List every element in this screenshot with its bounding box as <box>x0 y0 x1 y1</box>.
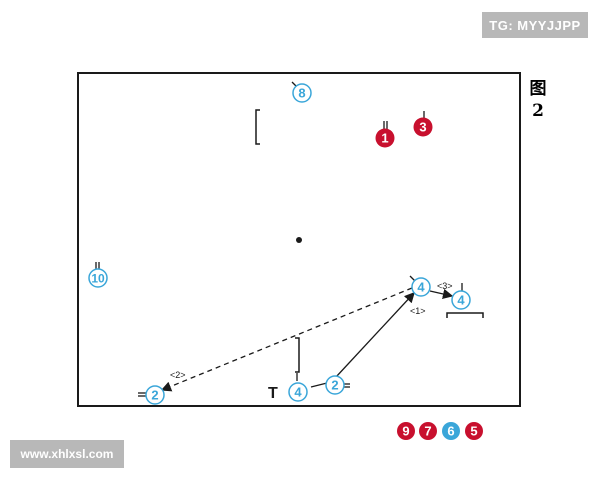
run-arrow-1 <box>335 292 415 378</box>
bench-blue-6: 6 <box>442 422 460 440</box>
player-blue-8: 8 <box>292 83 312 103</box>
svg-text:4: 4 <box>417 280 425 295</box>
player-red-3: 3 <box>413 117 433 137</box>
player-blue-2-left: 2 <box>145 385 165 405</box>
field-boundary <box>77 72 521 407</box>
t-marker: T <box>268 385 278 402</box>
watermark-top-right: TG: MYYJJPP <box>482 12 588 38</box>
bracket-bottom <box>295 337 300 373</box>
step-label-2: <2> <box>170 370 186 380</box>
figure-label-prefix: 图 <box>529 79 547 99</box>
run-arrow-3 <box>429 288 454 300</box>
step-label-3: <3> <box>437 281 453 291</box>
svg-text:1: 1 <box>381 131 388 146</box>
pass-arrow-2 <box>160 287 413 392</box>
player-blue-2-bottom: 2 <box>325 375 345 395</box>
bracket-top <box>255 109 260 145</box>
orientation-ticks <box>95 81 463 397</box>
svg-text:3: 3 <box>419 120 426 135</box>
figure-label: 图 2 <box>526 78 550 122</box>
step-label-1: <1> <box>410 306 426 316</box>
bench-red-5: 5 <box>465 422 483 440</box>
svg-text:6: 6 <box>447 424 454 439</box>
player-blue-4-top: 4 <box>411 277 431 297</box>
svg-text:10: 10 <box>91 272 105 286</box>
player-blue-10: 10 <box>88 268 108 288</box>
svg-text:4: 4 <box>457 293 465 308</box>
svg-text:4: 4 <box>294 385 302 400</box>
bench-red-7: 7 <box>419 422 437 440</box>
svg-text:7: 7 <box>424 424 431 439</box>
svg-text:8: 8 <box>298 86 305 101</box>
player-blue-4-bottom: 4 <box>288 382 308 402</box>
player-red-1: 1 <box>375 128 395 148</box>
center-spot <box>296 237 302 243</box>
player-blue-4-right: 4 <box>451 290 471 310</box>
bracket-right <box>446 312 484 318</box>
watermark-bottom-left: www.xhlxsl.com <box>10 440 124 468</box>
svg-text:9: 9 <box>402 424 409 439</box>
svg-text:2: 2 <box>331 378 338 393</box>
svg-text:5: 5 <box>470 424 477 439</box>
bench-red-9: 9 <box>397 422 415 440</box>
figure-label-number: 2 <box>532 101 544 121</box>
svg-text:2: 2 <box>151 388 158 403</box>
